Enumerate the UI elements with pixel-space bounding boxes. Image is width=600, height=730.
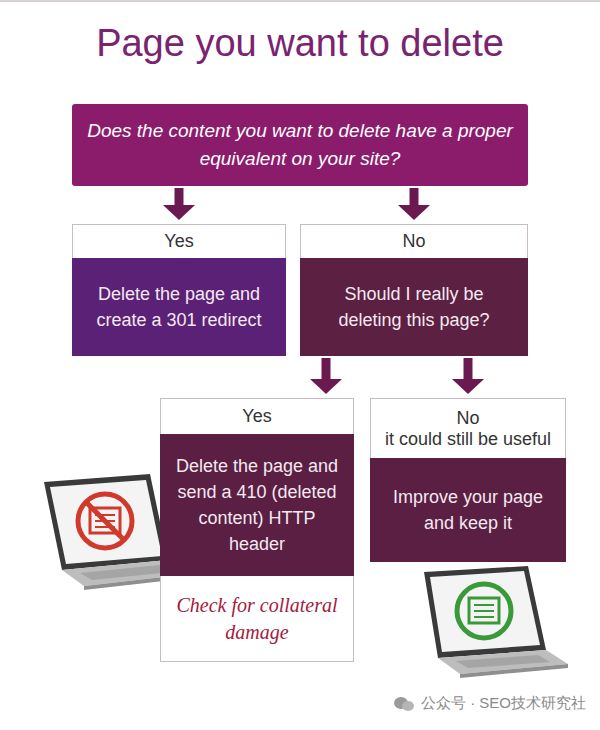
- body-section: Delete the page and create a 301 redirec…: [72, 258, 286, 356]
- head-section: Yes: [160, 398, 354, 434]
- decision-box: YesDelete the page and create a 301 redi…: [72, 224, 286, 356]
- foot-section: Check for collateral damage: [160, 576, 354, 662]
- box-text: Delete the page and send a 410 (deleted …: [172, 453, 342, 557]
- decision-box: Noit could still be usefulImprove your p…: [370, 398, 566, 562]
- arrow-stem: [322, 358, 331, 380]
- arrow-head: [398, 205, 430, 220]
- body-section: Improve your page and keep it: [370, 458, 566, 562]
- flow-arrow: [163, 188, 195, 220]
- body-section: Should I really be deleting this page?: [300, 258, 528, 356]
- watermark-text: 公众号 · SEO技术研究社: [421, 694, 586, 713]
- box-text: Should I really be deleting this page?: [312, 281, 516, 333]
- decision-box: NoShould I really be deleting this page?: [300, 224, 528, 356]
- head-section: Yes: [72, 224, 286, 258]
- branch-label: No: [402, 231, 425, 252]
- flow-arrow: [310, 358, 342, 394]
- diagram-title: Page you want to delete: [0, 22, 600, 65]
- branch-label: No: [456, 408, 479, 429]
- head-section: Noit could still be useful: [370, 398, 566, 458]
- branch-label: it could still be useful: [385, 429, 551, 450]
- branch-label: Yes: [242, 406, 271, 427]
- arrow-head: [452, 379, 484, 394]
- head-section: No: [300, 224, 528, 258]
- body-section: Does the content you want to delete have…: [72, 104, 528, 186]
- box-text: Improve your page and keep it: [382, 484, 554, 536]
- flow-arrow: [452, 358, 484, 394]
- branch-label: Yes: [164, 231, 193, 252]
- laptop-kept: [424, 566, 568, 678]
- body-section: Delete the page and send a 410 (deleted …: [160, 434, 354, 576]
- box-text: Does the content you want to delete have…: [84, 117, 516, 172]
- question-banner: Does the content you want to delete have…: [72, 104, 528, 186]
- arrow-stem: [175, 188, 184, 206]
- flow-arrow: [398, 188, 430, 220]
- arrow-head: [310, 379, 342, 394]
- arrow-stem: [410, 188, 419, 206]
- box-text: Delete the page and create a 301 redirec…: [84, 281, 274, 333]
- note-text: Check for collateral damage: [173, 592, 341, 646]
- top-rule: [0, 0, 600, 2]
- arrow-stem: [464, 358, 473, 380]
- arrow-head: [163, 205, 195, 220]
- decision-box: YesDelete the page and send a 410 (delet…: [160, 398, 354, 662]
- watermark-icon: [393, 696, 415, 712]
- watermark: 公众号 · SEO技术研究社: [393, 694, 586, 713]
